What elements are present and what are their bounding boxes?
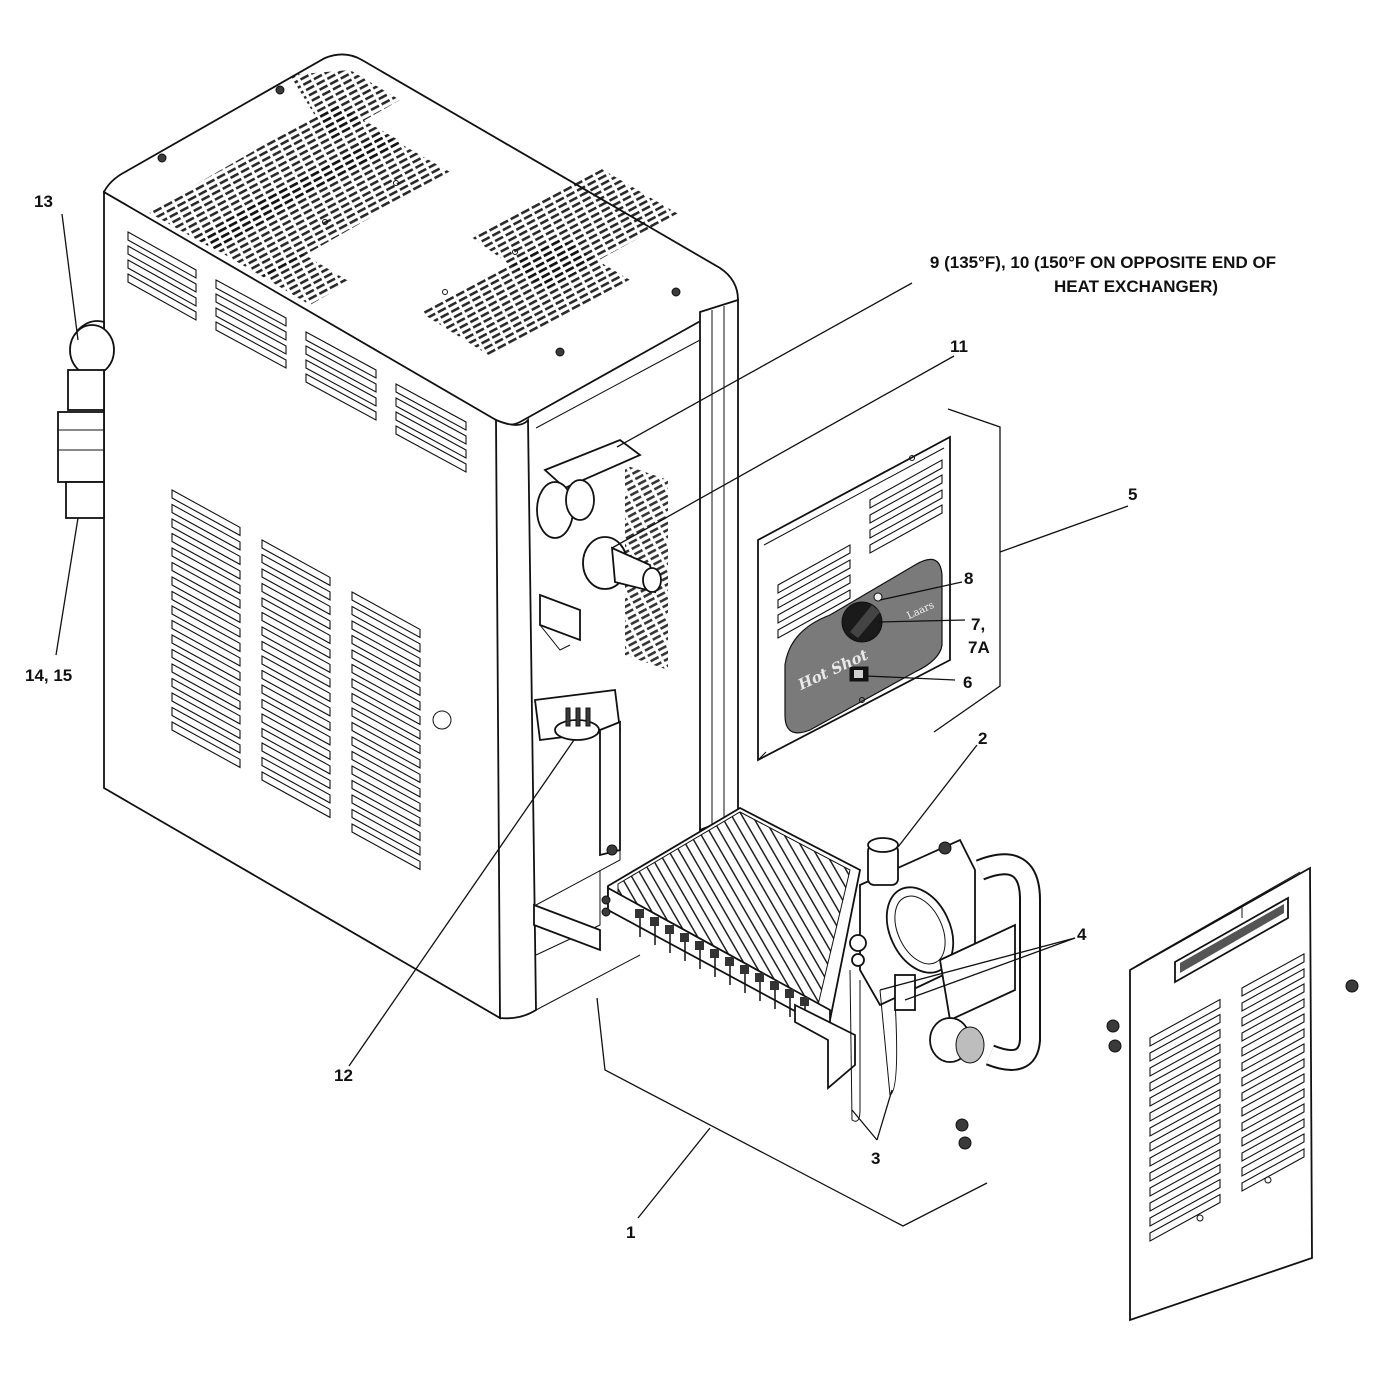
callout-7: 7, — [971, 615, 985, 634]
callout-13: 13 — [34, 192, 53, 211]
lower-louvers — [171, 489, 421, 871]
cabinet-front-edge — [495, 417, 537, 1020]
callout-1: 1 — [626, 1223, 635, 1242]
leader-lines — [55, 213, 1129, 1219]
loose-screws — [955, 979, 1359, 1150]
callout-8: 8 — [964, 569, 973, 588]
cabinet-right-post — [699, 298, 739, 832]
led-indicator — [873, 592, 883, 602]
front-door-panel — [1129, 866, 1313, 1322]
burner-tray-assembly — [601, 806, 862, 1090]
callout-7a: 7A — [968, 638, 990, 657]
callout-5: 5 — [1128, 485, 1137, 504]
callout-9-10-line1: 9 (135°F), 10 (150°F ON OPPOSITE END OF — [930, 253, 1276, 272]
callout-12: 12 — [334, 1066, 353, 1085]
pressure-switch — [533, 688, 622, 742]
side-access-plug — [432, 710, 452, 730]
upper-louvers — [127, 231, 467, 473]
burner-orifices — [635, 909, 809, 1025]
door-louvers — [1149, 952, 1305, 1242]
thermostat-knob — [841, 592, 883, 643]
callout-3: 3 — [871, 1149, 880, 1168]
high-limit-switch — [582, 536, 662, 594]
callout-9-10-line2: HEAT EXCHANGER) — [1054, 277, 1218, 296]
callout-11: 11 — [950, 337, 968, 356]
cabinet — [102, 53, 739, 1020]
bypass-valve-assembly — [57, 320, 115, 519]
callout-2: 2 — [978, 729, 987, 748]
callout-6: 6 — [963, 673, 972, 692]
cabinet-internals — [533, 438, 668, 952]
water-pipe-loop — [929, 853, 1041, 1071]
on-off-switch — [849, 666, 869, 682]
callout-14-15: 14, 15 — [25, 666, 72, 685]
control-panel-door: Hot Shot Laars — [757, 435, 951, 762]
control-panel-label-plate — [784, 558, 943, 734]
callout-4: 4 — [1077, 925, 1087, 944]
